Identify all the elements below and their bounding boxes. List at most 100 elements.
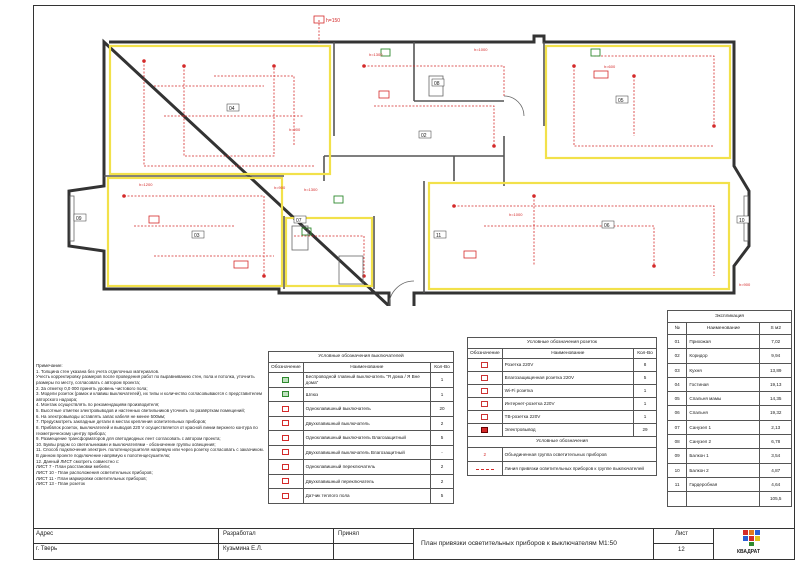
explication-row: 105,5	[666, 491, 792, 507]
col-name: Наименование	[302, 362, 432, 373]
height-mark: h=600	[604, 64, 616, 69]
note-line: 3. Модели розеток (рамок и клавиш выключ…	[36, 391, 263, 402]
socket-symbol-icon	[481, 427, 489, 433]
switch-legend-title: Условные обозначения выключателей	[268, 351, 454, 363]
legend-title: Условные обозначения	[467, 436, 657, 448]
switch-name: Беспроводной главный выключатель "Я дома…	[302, 372, 432, 388]
socket-name: ТВ-розетка 220V	[501, 410, 635, 424]
note-line: 6. На электровыводы оставлять запас кабе…	[36, 413, 166, 419]
col-count: Кол-Во	[633, 348, 657, 359]
row-name: Балкон 2	[686, 462, 761, 478]
col-name: Наименование	[501, 348, 635, 359]
row-area: 105,5	[759, 491, 792, 507]
socket-symbol-icon	[481, 414, 489, 420]
note-line: 11. Способ подключения электрич. полотен…	[36, 447, 264, 458]
floor-plan: h=150 04 03 02 05 06 07 08 09 10	[67, 15, 751, 306]
row-number: 02	[666, 348, 688, 364]
room-07-label: 07	[296, 218, 302, 224]
height-mark: h=900	[739, 282, 751, 287]
row-number: 01	[666, 333, 688, 350]
socket-name: Влагозащищенная розетка 220V	[501, 371, 635, 385]
socket-symbol-icon	[481, 401, 489, 407]
col-area: S м2	[759, 322, 792, 335]
switch-count: 1	[430, 372, 454, 388]
socket-count: 1	[633, 410, 657, 424]
legend-group-symbol: 2	[467, 447, 503, 462]
accepted-label: Принял	[338, 531, 360, 537]
row-area: 19,32	[759, 405, 792, 421]
row-area: 4,87	[759, 462, 792, 478]
switch-count: 1	[430, 386, 454, 402]
socket-name: Электровывод	[501, 423, 635, 437]
switch-legend-table: Условные обозначения выключателей Обозна…	[268, 351, 454, 504]
row-number: 04	[666, 376, 688, 393]
switch-row: Двухклавишный выключатель Влагозащитный-	[268, 444, 454, 460]
switch-name: Шлюз	[302, 386, 432, 402]
note-line: 8. Прибвлок розеток, выключателей и выво…	[36, 424, 258, 436]
socket-symbol-icon	[481, 362, 489, 368]
room-04-label: 04	[229, 106, 235, 112]
row-area: 2,13	[759, 419, 792, 436]
switch-count: 5	[430, 430, 454, 446]
row-area: 6,78	[759, 434, 792, 450]
switch-symbol-icon	[282, 449, 290, 456]
legend-line-text: Линия привязки осветительных приборов к …	[501, 461, 658, 476]
row-number	[666, 491, 688, 507]
socket-name: Wi-Fi розетка	[501, 384, 635, 398]
switch-name: Двухклавишный выключатель	[302, 415, 432, 431]
developer-value: Кузьмина Е.Л.	[223, 546, 263, 552]
row-area: 4,64	[759, 476, 792, 493]
note-line: ЛИСТ 7 - План расстановки мебели;	[36, 464, 110, 470]
switch-count: 2	[430, 415, 454, 431]
col-name: Наименование	[686, 322, 761, 335]
height-mark: h=900	[289, 127, 301, 132]
switch-symbol-icon	[282, 463, 290, 470]
room-08-label: 08	[434, 81, 440, 87]
room-11-label: 11	[436, 233, 441, 239]
address-label: Адрес	[36, 531, 54, 537]
room-09-label: 09	[76, 216, 82, 222]
kvadrat-logo-icon	[743, 530, 760, 546]
height-mark: h=1000	[474, 47, 488, 52]
switch-name: Двухклавишный выключатель Влагозащитный	[302, 444, 432, 460]
row-number: 11	[666, 476, 688, 493]
switch-symbol-icon	[282, 478, 290, 485]
socket-name: Розетка 220V	[501, 358, 635, 372]
switch-count: -	[430, 444, 454, 460]
note-line: 7. Предусмотреть закладные детали в мест…	[36, 419, 207, 425]
row-name: Балкон 1	[686, 448, 761, 464]
col-count: Кол-Во	[430, 362, 454, 373]
room-05-label: 05	[618, 98, 624, 104]
height-mark: h=900	[274, 185, 286, 190]
notes-block: Примечание: 1. Толщина стен указана без …	[36, 363, 266, 487]
room-03-label: 03	[194, 233, 200, 239]
room-10-label: 10	[739, 218, 745, 224]
socket-count: 8	[633, 358, 657, 372]
socket-count: 1	[633, 384, 657, 398]
dashed-line-icon	[475, 468, 494, 470]
row-area: 7,02	[759, 333, 792, 350]
note-line: 9. Размещение трансформаторов для светод…	[36, 436, 221, 442]
note-line: 12. Данный ЛИСТ смотреть совместно с:	[36, 458, 120, 464]
developer-label: Разработал	[223, 531, 256, 537]
row-number: 06	[666, 405, 688, 421]
socket-symbol-icon	[481, 375, 489, 381]
logo-text: КВАДРАТ	[737, 549, 761, 555]
notes-lines: 1. Толщина стен указана без учета отдело…	[36, 369, 266, 487]
